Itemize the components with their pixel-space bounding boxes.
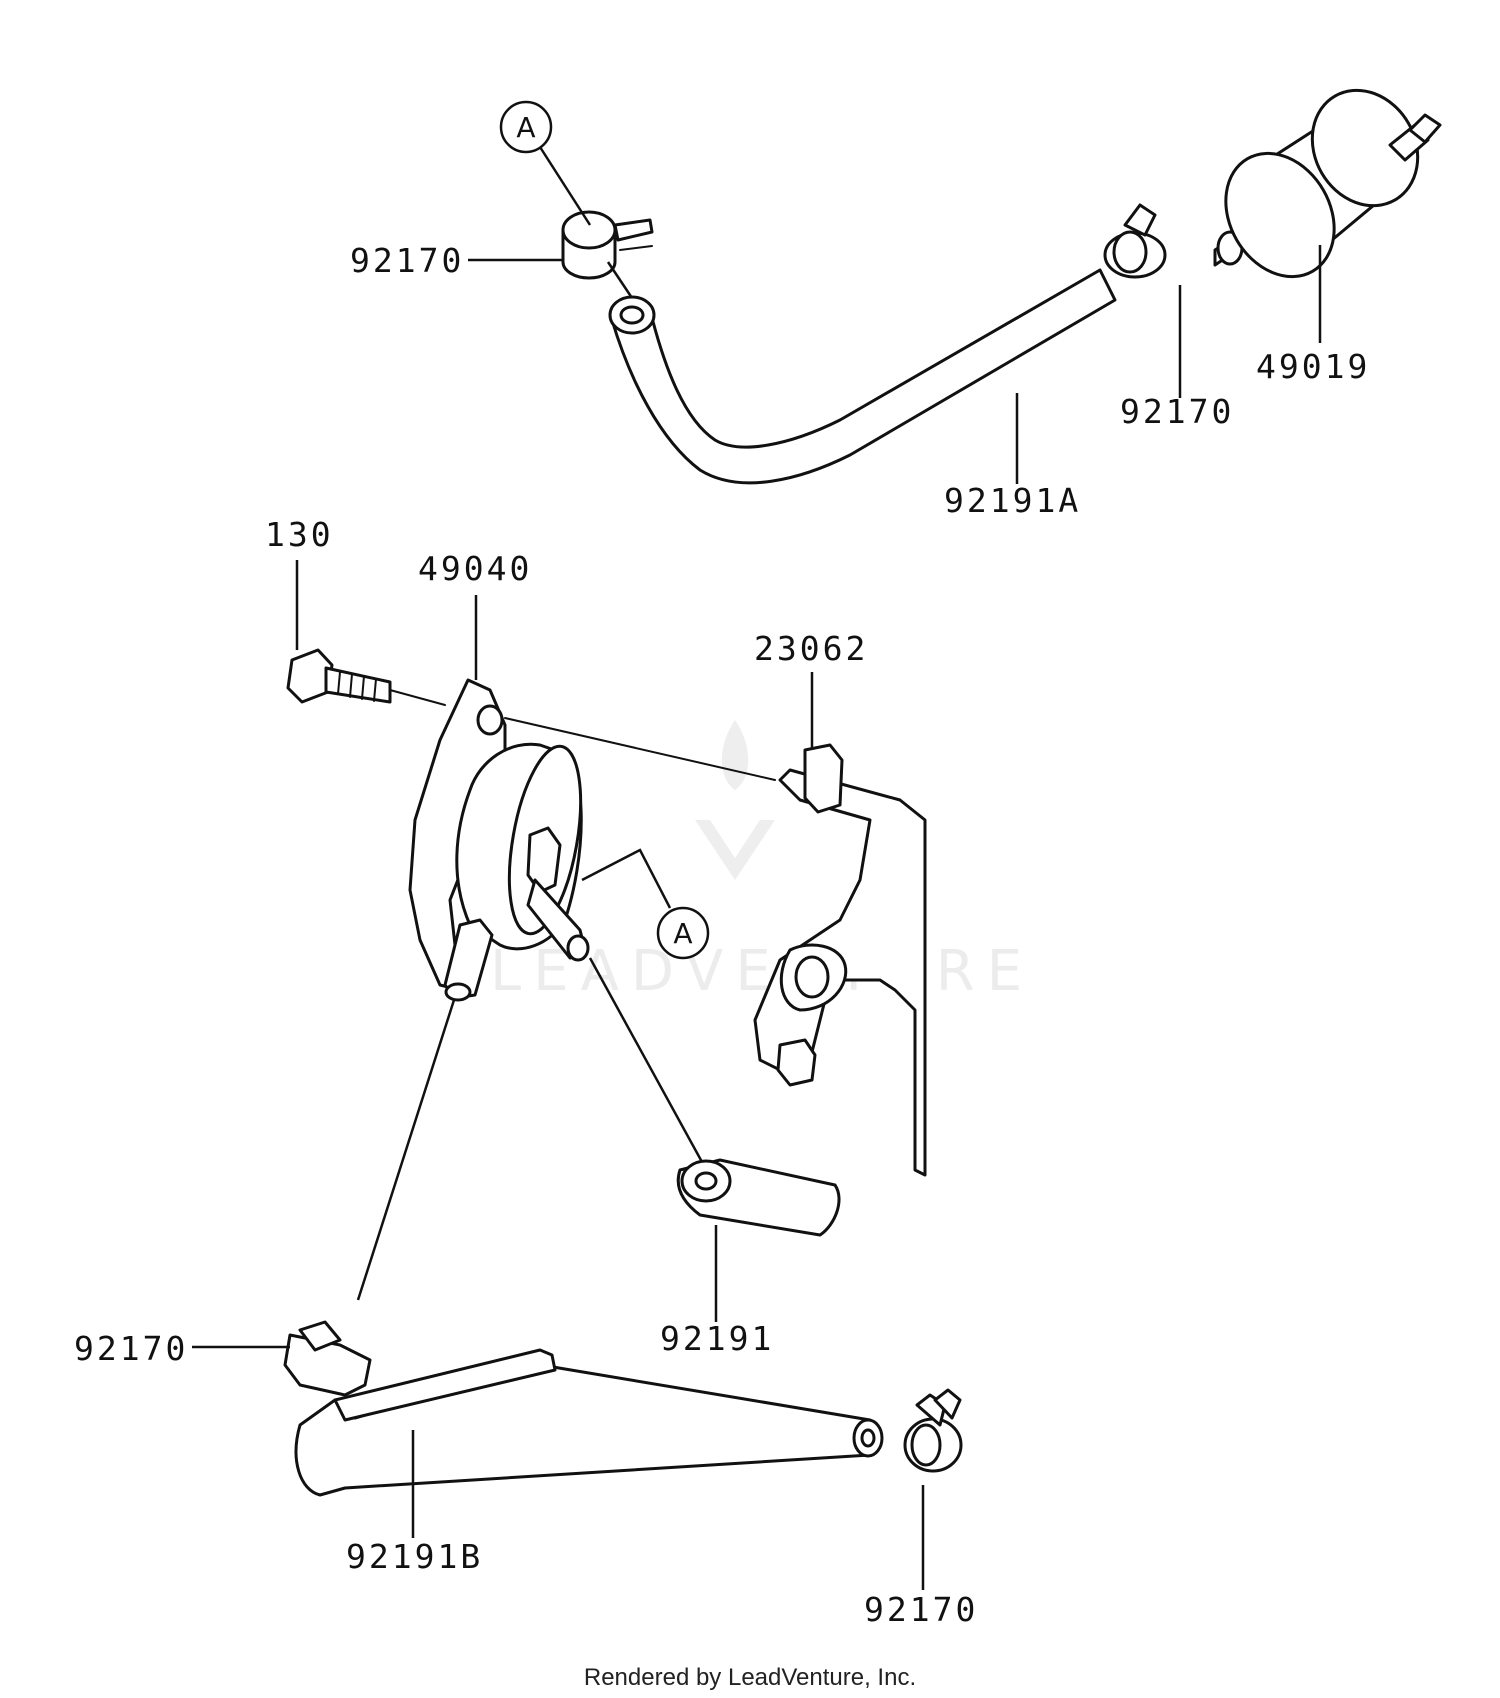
fuel-filter-49019 [1213,88,1442,279]
label-49040: 49040 [418,549,532,588]
hose-92191B [294,1348,884,1497]
label-92191: 92191 [660,1319,774,1358]
label-92170-top-left: 92170 [350,241,464,280]
hose-92191 [676,1158,841,1237]
callout-a-middle-letter: A [673,917,692,950]
label-49019: 49019 [1256,347,1370,386]
bracket-23062 [753,743,927,1177]
callout-a-middle: A [656,906,710,960]
label-130: 130 [265,515,334,554]
callout-a-top: A [499,100,553,154]
clamp-top-left [561,210,654,280]
hose-92191A [608,268,1117,485]
bolt-130 [286,648,392,704]
label-92170-top-right: 92170 [1120,392,1234,431]
label-23062: 23062 [754,629,868,668]
label-92191B: 92191B [346,1537,483,1576]
leader-lines [192,146,1322,1590]
clamp-bottom-left [283,1320,372,1397]
clamp-top-right [1103,203,1167,279]
label-92170-bottom-right: 92170 [864,1590,978,1629]
callout-a-top-letter: A [516,111,535,144]
label-92170-bottom-left: 92170 [74,1329,188,1368]
fuel-pump-49040 [408,678,590,1002]
footer-credit: Rendered by LeadVenture, Inc. [584,1664,916,1691]
label-92191A: 92191A [944,481,1081,520]
clamp-bottom-right [903,1388,963,1473]
